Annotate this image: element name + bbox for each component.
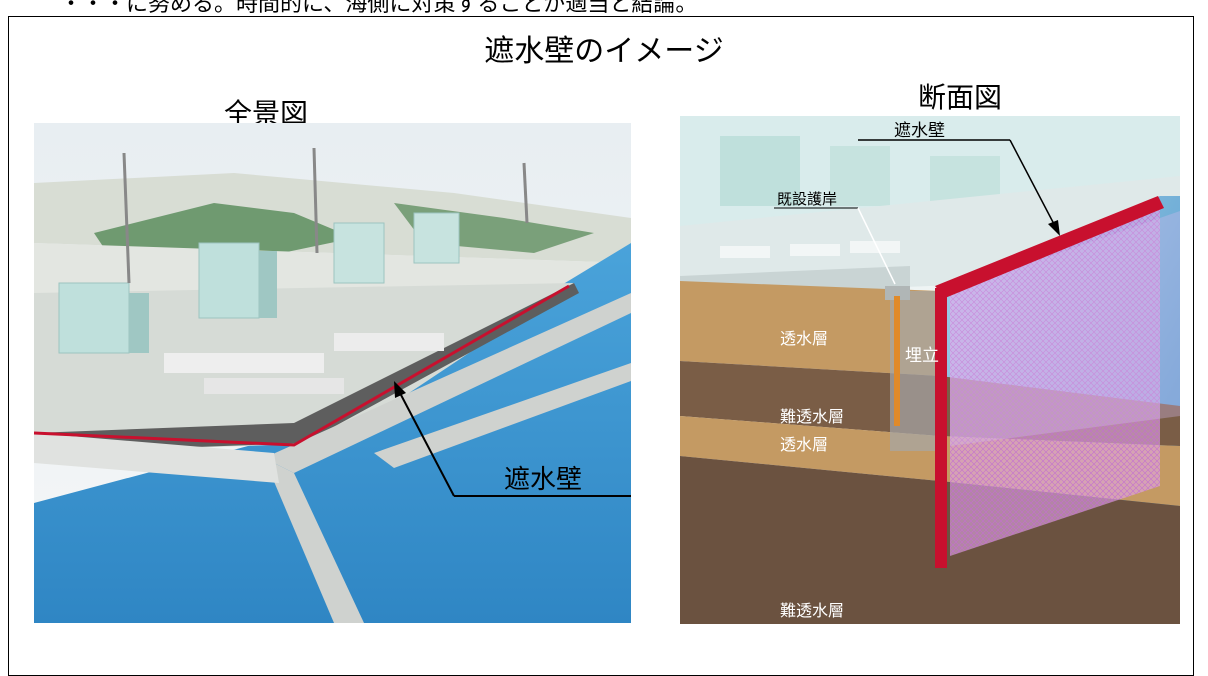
permeable-layer-label-2: 透水層	[780, 435, 828, 454]
overview-drawing: 遮水壁	[34, 123, 631, 623]
impermeable-layer-label-1: 難透水層	[780, 407, 844, 426]
cross-section-wall-label: 遮水壁	[894, 121, 945, 141]
permeable-layer-label-1: 透水層	[780, 329, 828, 348]
header-fragment: ・・・に努める。時間的に、海側に対策することが適当と結論。	[60, 0, 698, 17]
impermeable-layer-label-2: 難透水層	[780, 601, 844, 620]
overview-wall-label: 遮水壁	[504, 465, 582, 495]
landfill-label: 埋立	[905, 346, 939, 366]
existing-revetment-label: 既設護岸	[777, 190, 837, 208]
overview-illustration: 遮水壁	[34, 123, 631, 623]
cross-section-illustration: 遮水壁 既設護岸 透水層 埋立 難透水層 透水層 難透水層	[680, 116, 1180, 624]
cross-section-title: 断面図	[918, 81, 1003, 114]
cross-section-drawing: 遮水壁 既設護岸 透水層 埋立 難透水層 透水層 難透水層	[680, 116, 1180, 624]
figure-title: 遮水壁のイメージ	[484, 34, 724, 69]
